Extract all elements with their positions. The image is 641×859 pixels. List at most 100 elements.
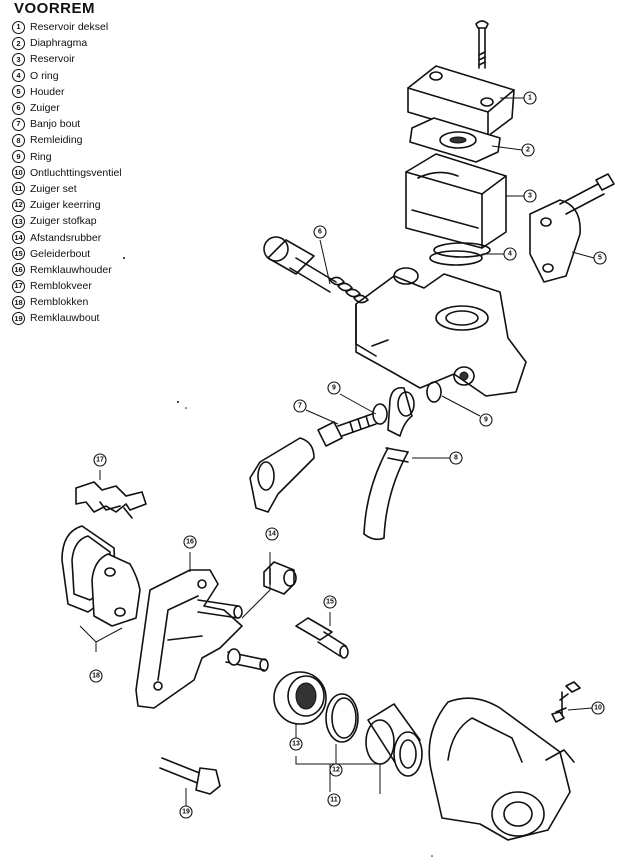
caliper-body [428, 697, 575, 841]
master-cylinder-body [355, 267, 527, 397]
callout-number: 13 [292, 741, 300, 748]
callout-number: 8 [454, 455, 458, 462]
callout-9a: 9 [327, 381, 341, 395]
legend-number: 17 [12, 279, 25, 293]
legend-item: 11 Zuiger set [12, 181, 212, 197]
guide-bolt [295, 617, 349, 659]
callout-18: 18 [89, 669, 103, 683]
legend-item: 6 Zuiger [12, 100, 212, 116]
callout-6: 6 [313, 225, 327, 239]
legend-number: 3 [12, 52, 25, 66]
legend-label: Remleiding [30, 134, 83, 147]
callout-10: 10 [591, 701, 605, 715]
legend-item: 4 O ring [12, 68, 212, 84]
bracket-pin-upper [197, 599, 243, 619]
caliper-bolt [159, 757, 221, 795]
callout-9b: 9 [479, 413, 493, 427]
legend-label: Remklauwhouder [30, 263, 112, 276]
callout-3: 3 [523, 189, 537, 203]
piston-seal [325, 693, 359, 743]
legend-number: 18 [12, 295, 25, 309]
dust-seal [273, 671, 327, 725]
legend-item: 2 Diaphragma [12, 35, 212, 51]
legend-label: Zuiger stofkap [30, 215, 97, 228]
legend-number: 7 [12, 117, 25, 131]
callout-number: 12 [332, 767, 340, 774]
legend-label: Ring [30, 150, 52, 163]
callout-number: 3 [528, 193, 532, 200]
legend-item: 18 Remblokken [12, 294, 212, 310]
legend-label: Zuiger [30, 102, 60, 115]
legend-label: O ring [30, 69, 59, 82]
legend-number: 10 [12, 166, 25, 180]
callout-number: 2 [526, 147, 530, 154]
callout-14: 14 [265, 527, 279, 541]
legend-number: 6 [12, 101, 25, 115]
legend-number: 11 [12, 182, 25, 196]
legend-number: 13 [12, 214, 25, 228]
callout-number: 10 [594, 705, 602, 712]
hose-fitting [249, 437, 315, 513]
legend-number: 1 [12, 20, 25, 34]
callout-number: 6 [318, 229, 322, 236]
legend-label: Afstandsrubber [30, 231, 102, 244]
callout-4: 4 [503, 247, 517, 261]
callout-13: 13 [289, 737, 303, 751]
callout-number: 1 [528, 95, 532, 102]
legend-number: 19 [12, 311, 25, 325]
legend-label: Zuiger keerring [30, 199, 101, 212]
callout-15: 15 [323, 595, 337, 609]
legend-item: 10 Ontluchttingsventiel [12, 165, 212, 181]
legend-number: 16 [12, 263, 25, 277]
legend-item: 17 Remblokveer [12, 278, 212, 294]
callout-number: 16 [186, 539, 194, 546]
legend-number: 2 [12, 36, 25, 50]
callout-number: 19 [182, 809, 190, 816]
legend-label: Geleiderbout [30, 247, 91, 260]
legend-label: Ontluchttingsventiel [30, 166, 122, 179]
spacer-rubber [263, 561, 297, 595]
callout-1: 1 [523, 91, 537, 105]
reservoir-body [405, 153, 507, 258]
brake-line [363, 386, 415, 541]
legend-number: 5 [12, 85, 25, 99]
callout-number: 9 [332, 385, 336, 392]
callout-number: 17 [96, 457, 104, 464]
caliper-piston [365, 703, 423, 777]
legend-label: Remklauwbout [30, 312, 100, 325]
callout-17: 17 [93, 453, 107, 467]
legend-label: Remblokveer [30, 280, 92, 293]
legend-label: Diaphragma [30, 37, 88, 50]
callout-2: 2 [521, 143, 535, 157]
legend-item: 13 Zuiger stofkap [12, 213, 212, 229]
legend-label: Houder [30, 85, 65, 98]
holder-bracket [529, 199, 581, 283]
banjo-washer-right [426, 381, 442, 403]
legend-item: 5 Houder [12, 84, 212, 100]
legend-number: 4 [12, 69, 25, 83]
legend-number: 9 [12, 150, 25, 164]
callout-8: 8 [449, 451, 463, 465]
callout-12: 12 [329, 763, 343, 777]
leader-lines [79, 97, 595, 806]
legend-label: Remblokken [30, 296, 89, 309]
callout-number: 14 [268, 531, 276, 538]
callout-number: 18 [92, 673, 100, 680]
legend-label: Reservoir [30, 53, 75, 66]
legend-item: 16 Remklauwhouder [12, 262, 212, 278]
callout-16: 16 [183, 535, 197, 549]
callout-number: 5 [598, 255, 602, 262]
pad-spring [75, 481, 147, 519]
callout-7: 7 [293, 399, 307, 413]
legend-number: 8 [12, 133, 25, 147]
legend-label: Zuiger set [30, 182, 77, 195]
legend-item: 9 Ring [12, 149, 212, 165]
callout-5: 5 [593, 251, 607, 265]
callout-19: 19 [179, 805, 193, 819]
brake-pads [61, 525, 141, 627]
callout-11: 11 [327, 793, 341, 807]
